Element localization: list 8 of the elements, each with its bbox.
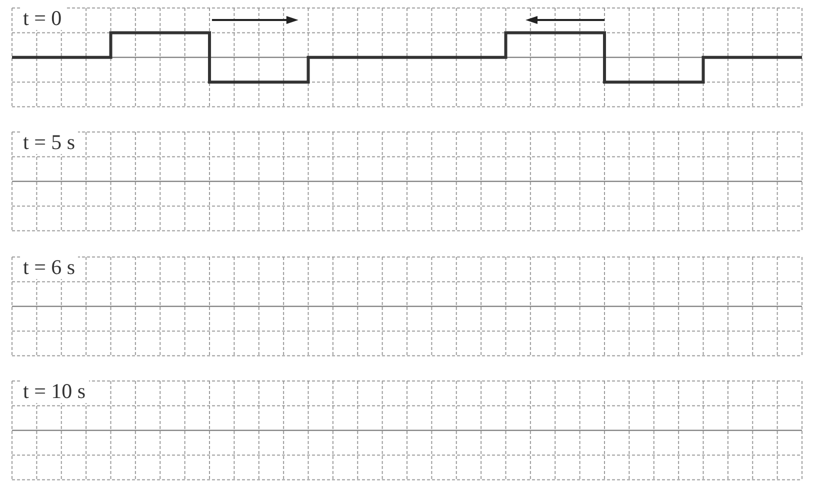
time-label: t = 0: [20, 6, 65, 30]
time-label: t = 6 s: [20, 255, 78, 279]
grid-panel: [12, 257, 802, 355]
time-label: t = 10 s: [20, 379, 89, 403]
time-label: t = 5 s: [20, 130, 78, 154]
grid-panel: [12, 381, 802, 479]
grid-panel: [12, 8, 802, 106]
grid-panel: [12, 132, 802, 230]
